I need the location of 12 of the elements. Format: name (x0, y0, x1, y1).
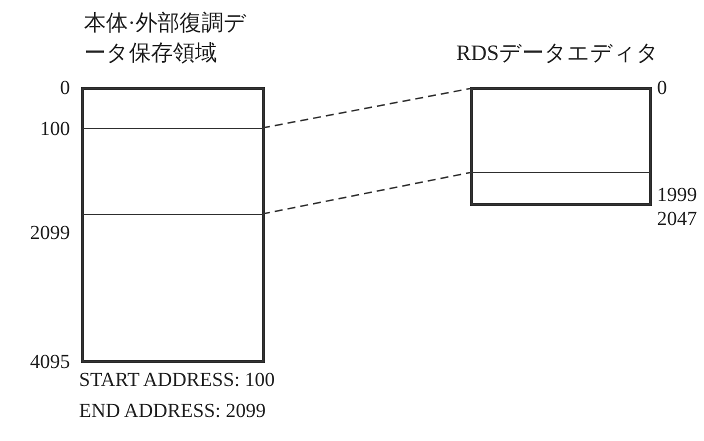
address-label: 0 (60, 76, 70, 100)
block-heading: RDSデータエディタ (456, 39, 659, 67)
note-text: START ADDRESS: 100 (79, 368, 275, 392)
note-text: END ADDRESS: 2099 (79, 399, 266, 423)
address-label: 2099 (30, 221, 70, 245)
address-label: 4095 (30, 350, 70, 374)
address-label: 1999 (657, 183, 697, 207)
block-heading: 本体·外部復調データ保存領域 (84, 9, 248, 67)
memory-segment (84, 128, 262, 215)
address-label: 2047 (657, 207, 697, 231)
address-label: 0 (657, 76, 667, 100)
address-label: 100 (40, 117, 70, 141)
